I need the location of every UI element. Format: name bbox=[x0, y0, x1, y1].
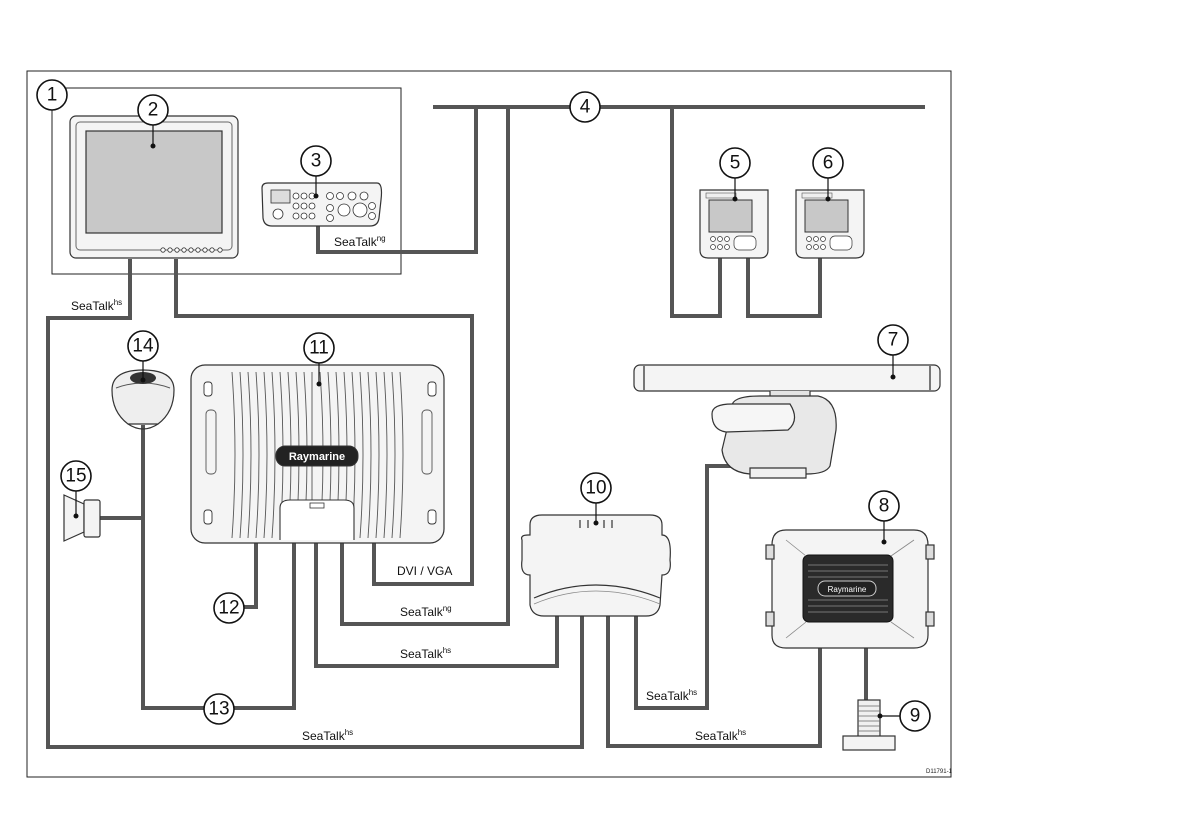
sonar-module: Raymarine bbox=[766, 530, 934, 648]
callout-13: 13 bbox=[204, 694, 234, 724]
svg-text:3: 3 bbox=[311, 151, 322, 172]
sonar-logo: Raymarine bbox=[828, 585, 867, 594]
processor-logo: Raymarine bbox=[289, 451, 345, 463]
svg-text:7: 7 bbox=[888, 330, 899, 351]
label-seatalk-hs-radar: SeaTalkhs bbox=[646, 688, 697, 703]
label-dvi-vga: DVI / VGA bbox=[397, 564, 452, 578]
keypad-wire bbox=[318, 107, 476, 252]
callout-11: 11 bbox=[304, 333, 334, 363]
label-seatalk-hs-display: SeaTalkhs bbox=[71, 298, 122, 313]
svg-text:12: 12 bbox=[218, 598, 239, 619]
callout-2: 2 bbox=[138, 95, 168, 125]
transducer bbox=[843, 700, 895, 750]
label-seatalk-ng-keypad: SeaTalkng bbox=[334, 234, 386, 249]
svg-text:6: 6 bbox=[823, 153, 834, 174]
callout-4: 4 bbox=[570, 92, 600, 122]
label-seatalk-hs-sonar: SeaTalkhs bbox=[695, 728, 746, 743]
svg-text:9: 9 bbox=[910, 706, 921, 727]
svg-text:11: 11 bbox=[309, 338, 329, 359]
callout-5: 5 bbox=[720, 148, 750, 178]
callout-12: 12 bbox=[214, 593, 244, 623]
svg-text:10: 10 bbox=[585, 478, 606, 499]
keypad-device bbox=[262, 183, 382, 226]
callout-3: 3 bbox=[301, 146, 331, 176]
svg-text:1: 1 bbox=[47, 85, 58, 106]
svg-text:5: 5 bbox=[730, 153, 741, 174]
drawing-reference: D11791-1 bbox=[926, 769, 953, 775]
processor-unit: Raymarine bbox=[191, 365, 444, 543]
callout-8: 8 bbox=[869, 491, 899, 521]
callout-6: 6 bbox=[813, 148, 843, 178]
svg-text:15: 15 bbox=[65, 466, 86, 487]
svg-text:14: 14 bbox=[132, 336, 154, 357]
callout-14: 14 bbox=[128, 331, 158, 361]
label-seatalk-ng-processor: SeaTalkng bbox=[400, 604, 452, 619]
svg-text:4: 4 bbox=[580, 97, 591, 118]
label-seatalk-hs-bottom: SeaTalkhs bbox=[302, 728, 353, 743]
radar-scanner bbox=[634, 365, 940, 478]
svg-text:8: 8 bbox=[879, 496, 890, 517]
multifunction-display bbox=[70, 116, 238, 258]
instrument-6-wire bbox=[748, 258, 820, 316]
callout-10: 10 bbox=[581, 473, 611, 503]
svg-text:13: 13 bbox=[208, 699, 229, 720]
display-buttons bbox=[161, 248, 222, 252]
label-seatalk-hs-processor: SeaTalkhs bbox=[400, 646, 451, 661]
callout-15: 15 bbox=[61, 461, 91, 491]
svg-text:2: 2 bbox=[148, 100, 159, 121]
callout-1: 1 bbox=[37, 80, 67, 110]
item-12-wire bbox=[244, 543, 256, 607]
callout-7: 7 bbox=[878, 325, 908, 355]
network-switch bbox=[522, 515, 671, 616]
callout-9: 9 bbox=[900, 701, 930, 731]
horn-device bbox=[64, 495, 100, 541]
